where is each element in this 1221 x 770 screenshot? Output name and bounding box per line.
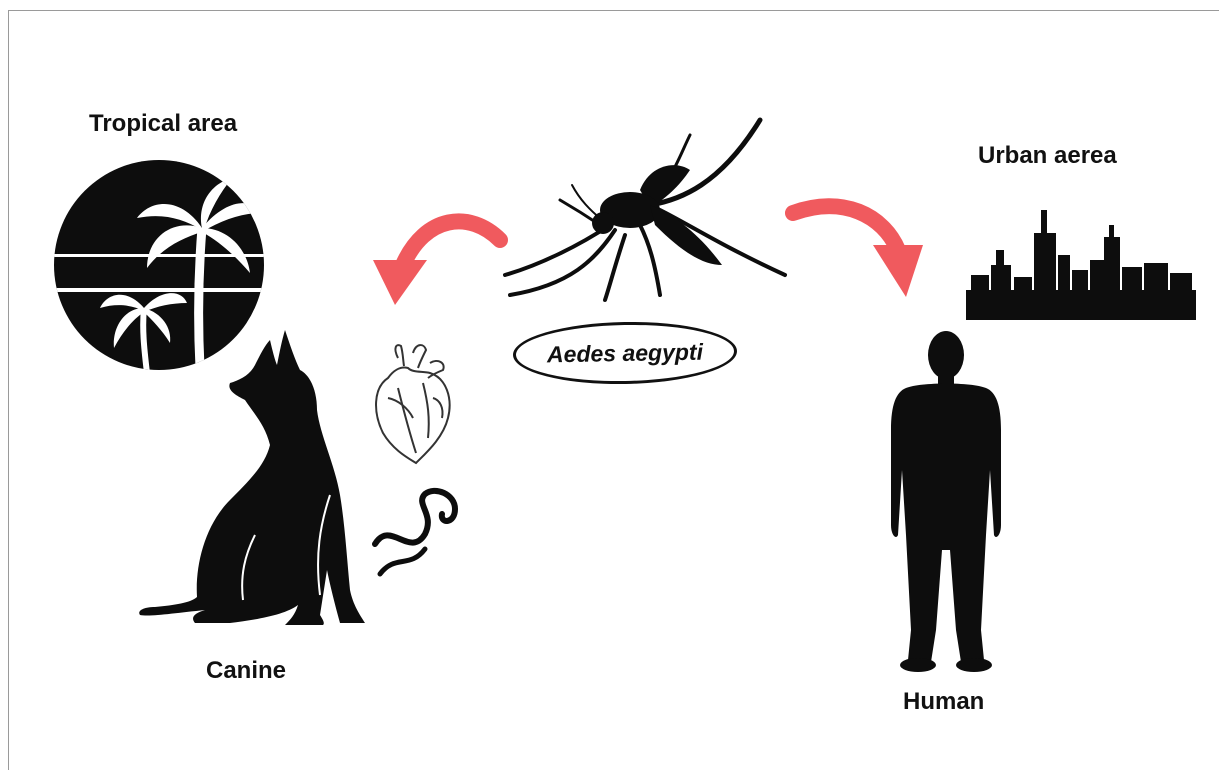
arrow-icon	[788, 195, 933, 305]
human-label: Human	[903, 688, 984, 716]
urban-area-label: Urban aerea	[978, 142, 1117, 170]
mosquito-icon	[500, 115, 790, 305]
species-name: Aedes aegypti	[547, 338, 703, 368]
canine-label: Canine	[206, 657, 286, 685]
human-icon	[886, 330, 1006, 675]
arrow-icon	[365, 205, 505, 315]
tropical-area-label: Tropical area	[89, 110, 237, 138]
city-skyline-icon	[966, 205, 1196, 323]
heart-icon	[368, 338, 458, 466]
dog-icon	[135, 325, 375, 630]
worm-icon	[370, 484, 465, 579]
